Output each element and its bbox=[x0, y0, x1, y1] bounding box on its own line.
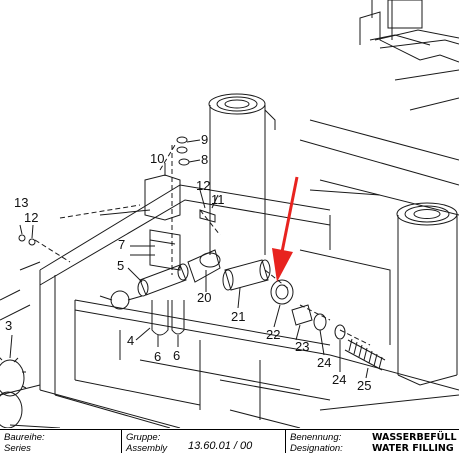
callout-11: 11 bbox=[211, 192, 225, 207]
callout-10: 10 bbox=[150, 151, 164, 166]
callout-numbers: 9 8 10 12 11 13 12 7 5 3 4 6 6 20 21 22 … bbox=[5, 132, 371, 393]
group-sublabel: Assembly bbox=[126, 443, 168, 453]
group-label: Gruppe: bbox=[126, 432, 161, 443]
u-bolt bbox=[171, 300, 185, 335]
series-label: Baureihe: bbox=[4, 432, 45, 443]
group-cell: Gruppe: Assembly 13.60.01 / 00 bbox=[122, 430, 286, 453]
name-cell: Benennung: Designation: WASSERBEFÜLL WAT… bbox=[286, 430, 459, 453]
callout-23: 23 bbox=[295, 339, 309, 354]
callout-4: 4 bbox=[127, 333, 134, 348]
series-cell: Baureihe: Series bbox=[0, 430, 122, 453]
callout-20: 20 bbox=[197, 290, 211, 305]
designation-label: Designation: bbox=[290, 443, 343, 453]
callout-21: 21 bbox=[231, 309, 245, 324]
right-column bbox=[396, 202, 458, 386]
upper-frame-outline bbox=[359, 11, 459, 63]
callout-22: 22 bbox=[266, 327, 280, 342]
cap-nut bbox=[176, 136, 188, 144]
left-column bbox=[208, 93, 276, 255]
chain-wheel bbox=[0, 357, 27, 428]
name-label: Benennung: bbox=[290, 432, 342, 443]
chassis-frame bbox=[0, 184, 459, 428]
red-indicator-arrow bbox=[272, 176, 299, 282]
leader-lines bbox=[34, 144, 371, 346]
callout-5: 5 bbox=[117, 258, 124, 273]
group-number: 13.60.01 / 00 bbox=[188, 440, 253, 452]
callout-24: 24 bbox=[317, 355, 331, 370]
pipe bbox=[224, 259, 269, 291]
hose-fittings bbox=[137, 249, 221, 297]
callout-9: 9 bbox=[201, 132, 208, 147]
callout-7: 7 bbox=[118, 237, 125, 252]
callout-6: 6 bbox=[154, 349, 161, 364]
washer bbox=[178, 158, 190, 166]
clamp bbox=[199, 209, 216, 223]
series-sublabel: Series bbox=[4, 443, 31, 453]
designation-value: WATER FILLING bbox=[372, 443, 454, 453]
callout-25: 25 bbox=[357, 378, 371, 393]
corrugated-hose bbox=[344, 338, 386, 371]
callout-leaders bbox=[9, 139, 369, 379]
callout-13: 13 bbox=[14, 195, 28, 210]
flange bbox=[270, 279, 294, 305]
callout-24b: 24 bbox=[332, 372, 346, 387]
u-bolt bbox=[151, 300, 169, 336]
callout-12: 12 bbox=[196, 178, 210, 193]
name-value: WASSERBEFÜLL bbox=[372, 432, 457, 443]
title-block: Baureihe: Series Gruppe: Assembly 13.60.… bbox=[0, 429, 459, 453]
parts-diagram: 9 8 10 12 11 13 12 7 5 3 4 6 6 20 21 22 … bbox=[0, 0, 459, 428]
callout-8: 8 bbox=[201, 152, 208, 167]
callout-3: 3 bbox=[5, 318, 12, 333]
ball-valve bbox=[110, 290, 130, 310]
arrow-head bbox=[272, 248, 293, 282]
valve-body bbox=[291, 304, 313, 326]
callout-6b: 6 bbox=[173, 348, 180, 363]
arrow-shaft bbox=[280, 176, 299, 253]
callout-12b: 12 bbox=[24, 210, 38, 225]
